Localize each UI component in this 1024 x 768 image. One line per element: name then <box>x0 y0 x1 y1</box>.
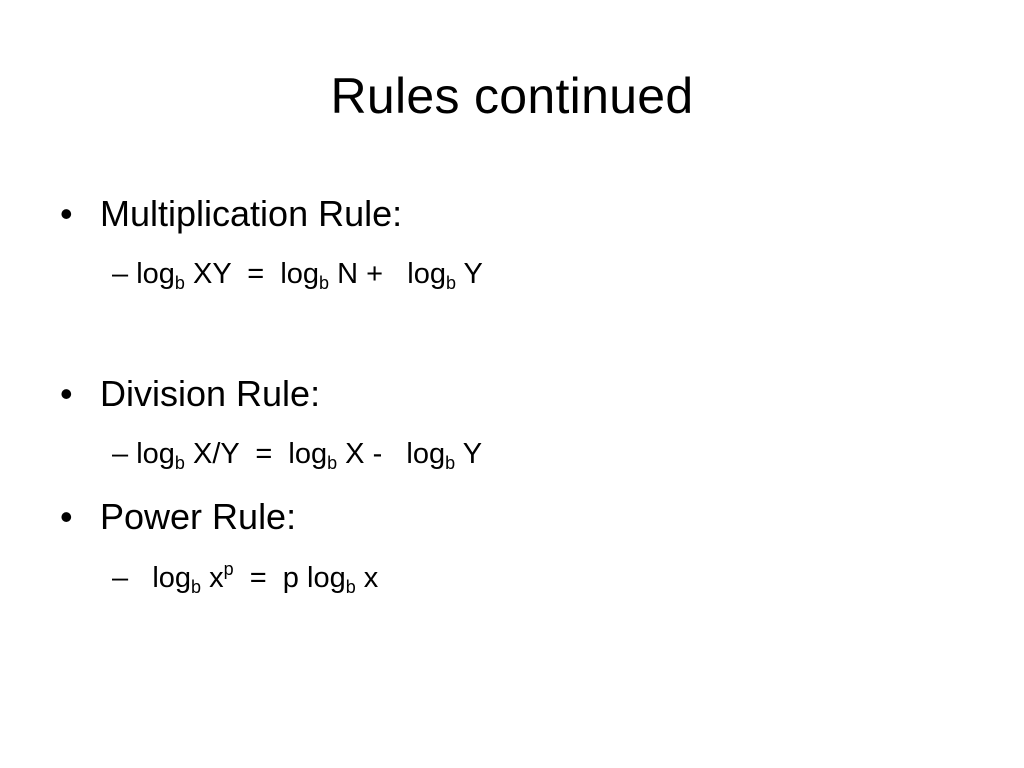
dash-glyph: – <box>112 258 129 290</box>
dash-glyph: – <box>112 562 129 594</box>
bullet-label: Power Rule: <box>100 496 297 537</box>
bullet-division-rule: • Division Rule: <box>60 372 320 416</box>
formula-multiplication: – logb XY = logb N + logb Y <box>112 258 483 293</box>
bullet-multiplication-rule: • Multiplication Rule: <box>60 192 402 236</box>
bullet-power-rule: • Power Rule: <box>60 495 296 539</box>
bullet-glyph: • <box>60 373 73 414</box>
formula-division: – logb X/Y = logb X - logb Y <box>112 438 483 473</box>
slide-title: Rules continued <box>330 68 694 124</box>
bullet-glyph: • <box>60 496 73 537</box>
bullet-label: Multiplication Rule: <box>100 193 403 234</box>
formula-power: – logb xp = p logb x <box>112 559 379 597</box>
bullet-label: Division Rule: <box>100 373 321 414</box>
dash-glyph: – <box>112 438 129 470</box>
bullet-glyph: • <box>60 193 73 234</box>
